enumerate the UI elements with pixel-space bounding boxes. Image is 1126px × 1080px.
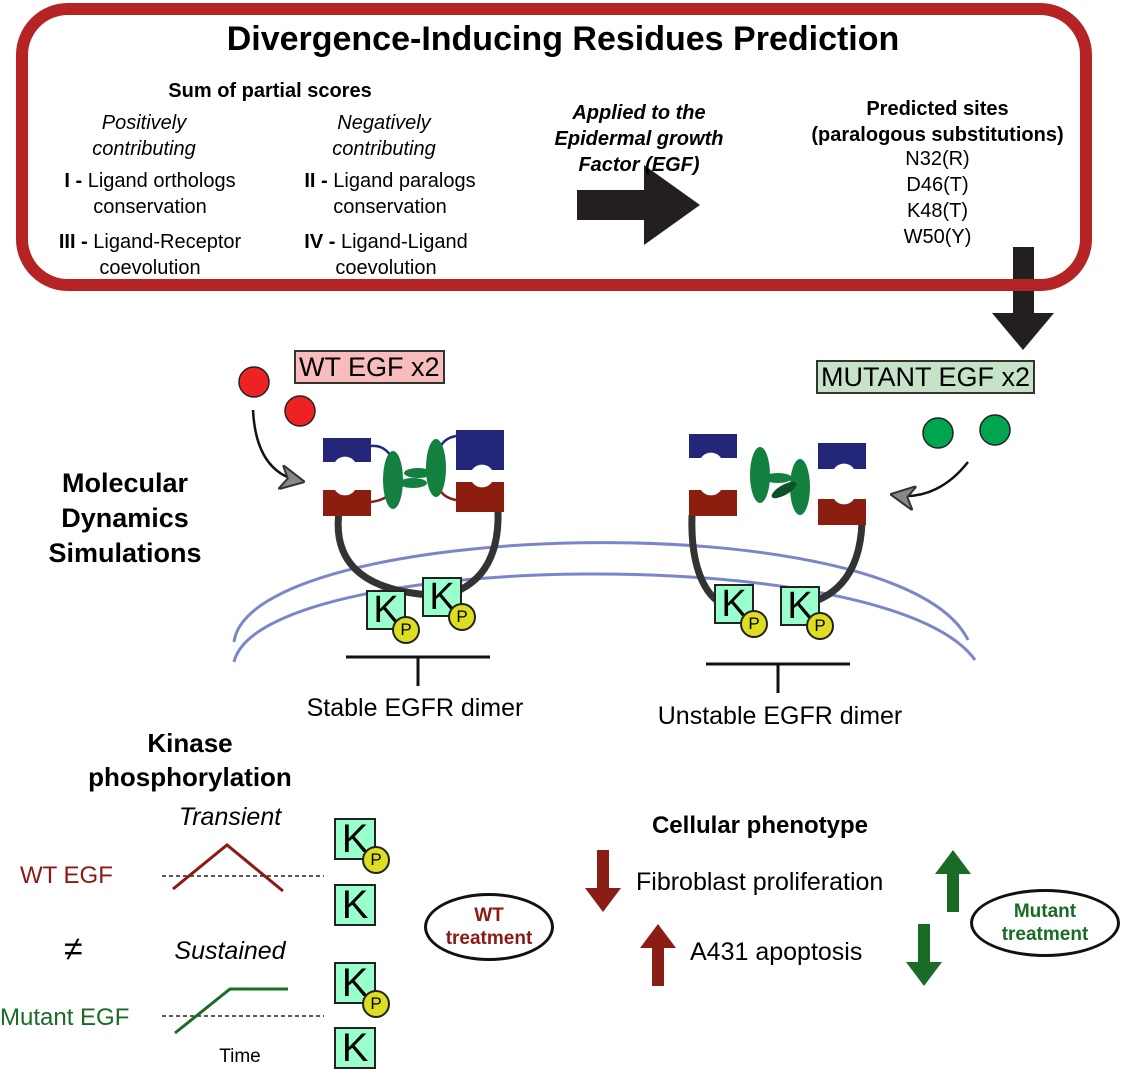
mutant-up-arrow-icon (935, 850, 971, 912)
score-item-ii: II - Ligand paralogs conservation (280, 168, 500, 220)
mutant-egf-pill: MUTANT EGF x2 (816, 360, 1036, 394)
down-arrow-icon (992, 247, 1054, 350)
cell-membrane (232, 541, 977, 663)
md-label-line: Dynamics (61, 503, 189, 533)
score-numeral: I - (64, 170, 83, 192)
md-label-line: Molecular (61, 468, 189, 498)
applied-line: Applied to the (572, 102, 706, 124)
wt-egf-ligand (238, 366, 270, 398)
wt-treatment-line: treatment (445, 928, 533, 949)
not-equal-symbol: ≠ (64, 930, 83, 968)
phospho-circle: P (806, 612, 834, 640)
md-label-line: Simulations (48, 538, 202, 568)
mutant-egf-ligand (979, 414, 1011, 446)
site-item: D46(T) (906, 174, 969, 196)
kinase-heading: Kinase phosphorylation (40, 726, 340, 794)
time-axis-label: Time (219, 1046, 261, 1067)
mutant-down-arrow-icon (906, 924, 942, 986)
kinase-heading-line: phosphorylation (88, 762, 292, 792)
unstable-dimer-label: Unstable EGFR dimer (657, 702, 903, 730)
mutant-treatment-line: Mutant (1013, 901, 1077, 922)
egfr-dimer-stable (323, 430, 504, 601)
applied-line: Epidermal growth (554, 128, 724, 150)
wt-down-arrow-icon (585, 850, 621, 912)
applied-line: Factor (EGF) (578, 154, 700, 176)
wt-treatment-line: WT (474, 905, 504, 926)
positive-heading: Positively contributing (44, 110, 244, 162)
wt-egf-label: WT EGF (20, 862, 113, 889)
site-item: W50(Y) (903, 226, 972, 248)
score-item-text: Ligand orthologs (87, 170, 236, 192)
score-numeral: II - (304, 170, 328, 192)
mutant-treatment-line: treatment (1001, 924, 1089, 945)
score-item-text: conservation (93, 196, 207, 218)
kinase-heading-line: Kinase (147, 728, 233, 758)
negative-heading-line: contributing (332, 138, 436, 160)
binding-arrow-icon (895, 461, 969, 496)
score-item-text: coevolution (335, 257, 437, 279)
mutant-egf-ligand (922, 417, 954, 449)
wt-egf-pill: WT EGF x2 (294, 350, 445, 384)
apoptosis-label: A431 apoptosis (690, 938, 863, 966)
score-item-text: Ligand-Receptor (93, 231, 242, 253)
score-item-iii: III - Ligand-Receptor coevolution (40, 229, 260, 281)
fibroblast-label: Fibroblast proliferation (636, 868, 884, 896)
transient-curve (172, 843, 284, 893)
prediction-frame (16, 3, 1092, 291)
predicted-line: (paralogous substitutions) (811, 124, 1064, 146)
site-item: K48(T) (906, 200, 969, 222)
wt-egf-ligand (284, 395, 316, 427)
site-item: N32(R) (905, 148, 970, 170)
score-item-i: I - Ligand orthologs conservation (40, 168, 260, 220)
kinase-box: K (334, 1027, 376, 1069)
egfr-dimer-unstable (688, 434, 866, 609)
sustained-label: Sustained (174, 937, 286, 965)
transient-label: Transient (178, 803, 282, 831)
score-numeral: III - (58, 231, 88, 253)
sustained-curve (174, 987, 288, 1035)
score-item-text: Ligand-Ligand (340, 231, 468, 253)
binding-arrow-icon (251, 409, 300, 481)
score-item-text: coevolution (99, 257, 201, 279)
stable-bracket (346, 655, 490, 686)
mutant-egf-label: Mutant EGF (0, 1004, 130, 1031)
score-item-text: conservation (333, 196, 447, 218)
kinase-box: K (334, 884, 376, 926)
phospho-circle: P (448, 603, 476, 631)
predicted-sites-heading: Predicted sites (paralogous substitution… (795, 96, 1080, 148)
negative-heading-line: Negatively (337, 112, 431, 134)
score-heading: Sum of partial scores (168, 80, 372, 102)
unstable-bracket (706, 662, 850, 693)
phospho-circle: P (740, 610, 768, 638)
md-simulations-label: Molecular Dynamics Simulations (20, 466, 230, 571)
positive-heading-line: contributing (92, 138, 196, 160)
wt-up-arrow-icon (640, 924, 676, 986)
applied-to-egf-label: Applied to the Epidermal growth Factor (… (534, 100, 744, 178)
page-title: Divergence-Inducing Residues Prediction (226, 20, 900, 58)
phospho-circle: P (392, 616, 420, 644)
predicted-sites-list: N32(R) D46(T) K48(T) W50(Y) (870, 146, 1005, 250)
score-item-text: Ligand paralogs (333, 170, 476, 192)
score-numeral: IV - (304, 231, 336, 253)
right-arrow-icon (577, 165, 700, 245)
predicted-line: Predicted sites (866, 98, 1009, 120)
positive-heading-line: Positively (101, 112, 187, 134)
phenotype-heading: Cellular phenotype (651, 812, 869, 839)
negative-heading: Negatively contributing (284, 110, 484, 162)
phospho-circle: P (362, 990, 390, 1018)
stable-dimer-label: Stable EGFR dimer (306, 694, 524, 722)
phospho-circle: P (362, 846, 390, 874)
score-item-iv: IV - Ligand-Ligand coevolution (276, 229, 496, 281)
